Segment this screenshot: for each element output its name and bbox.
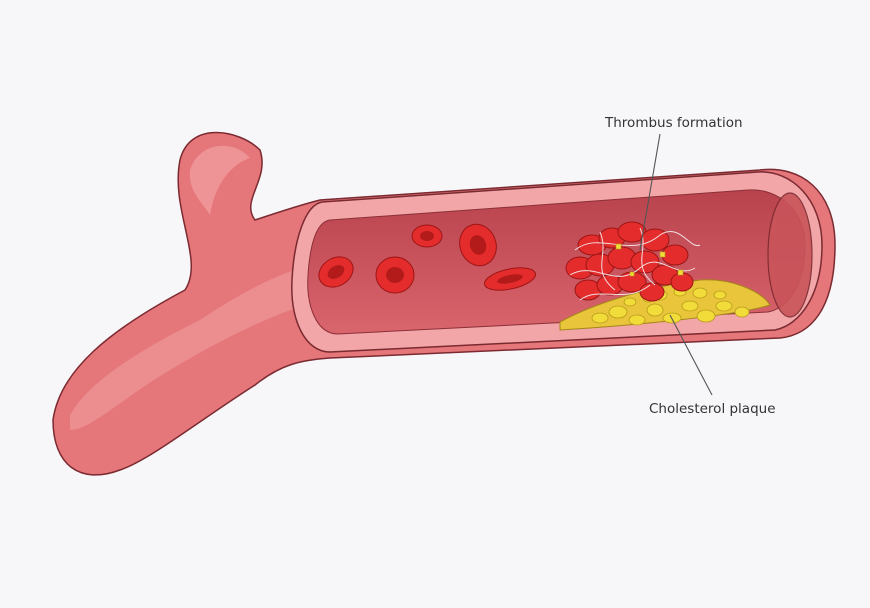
plaque-leader-line bbox=[669, 314, 713, 396]
thrombus-label: Thrombus formation bbox=[604, 115, 743, 131]
red-blood-cell bbox=[459, 223, 497, 267]
red-blood-cell bbox=[483, 267, 537, 291]
red-blood-cells bbox=[318, 223, 537, 294]
red-blood-cell bbox=[318, 256, 354, 288]
red-blood-cell bbox=[375, 256, 415, 294]
red-blood-cell bbox=[411, 224, 443, 248]
vessel-lumen bbox=[291, 171, 823, 353]
thrombus-leader-line bbox=[639, 133, 661, 251]
thrombus-clot bbox=[565, 221, 701, 302]
cholesterol-plaque bbox=[559, 279, 771, 331]
plaque-label: Cholesterol plaque bbox=[649, 401, 776, 417]
